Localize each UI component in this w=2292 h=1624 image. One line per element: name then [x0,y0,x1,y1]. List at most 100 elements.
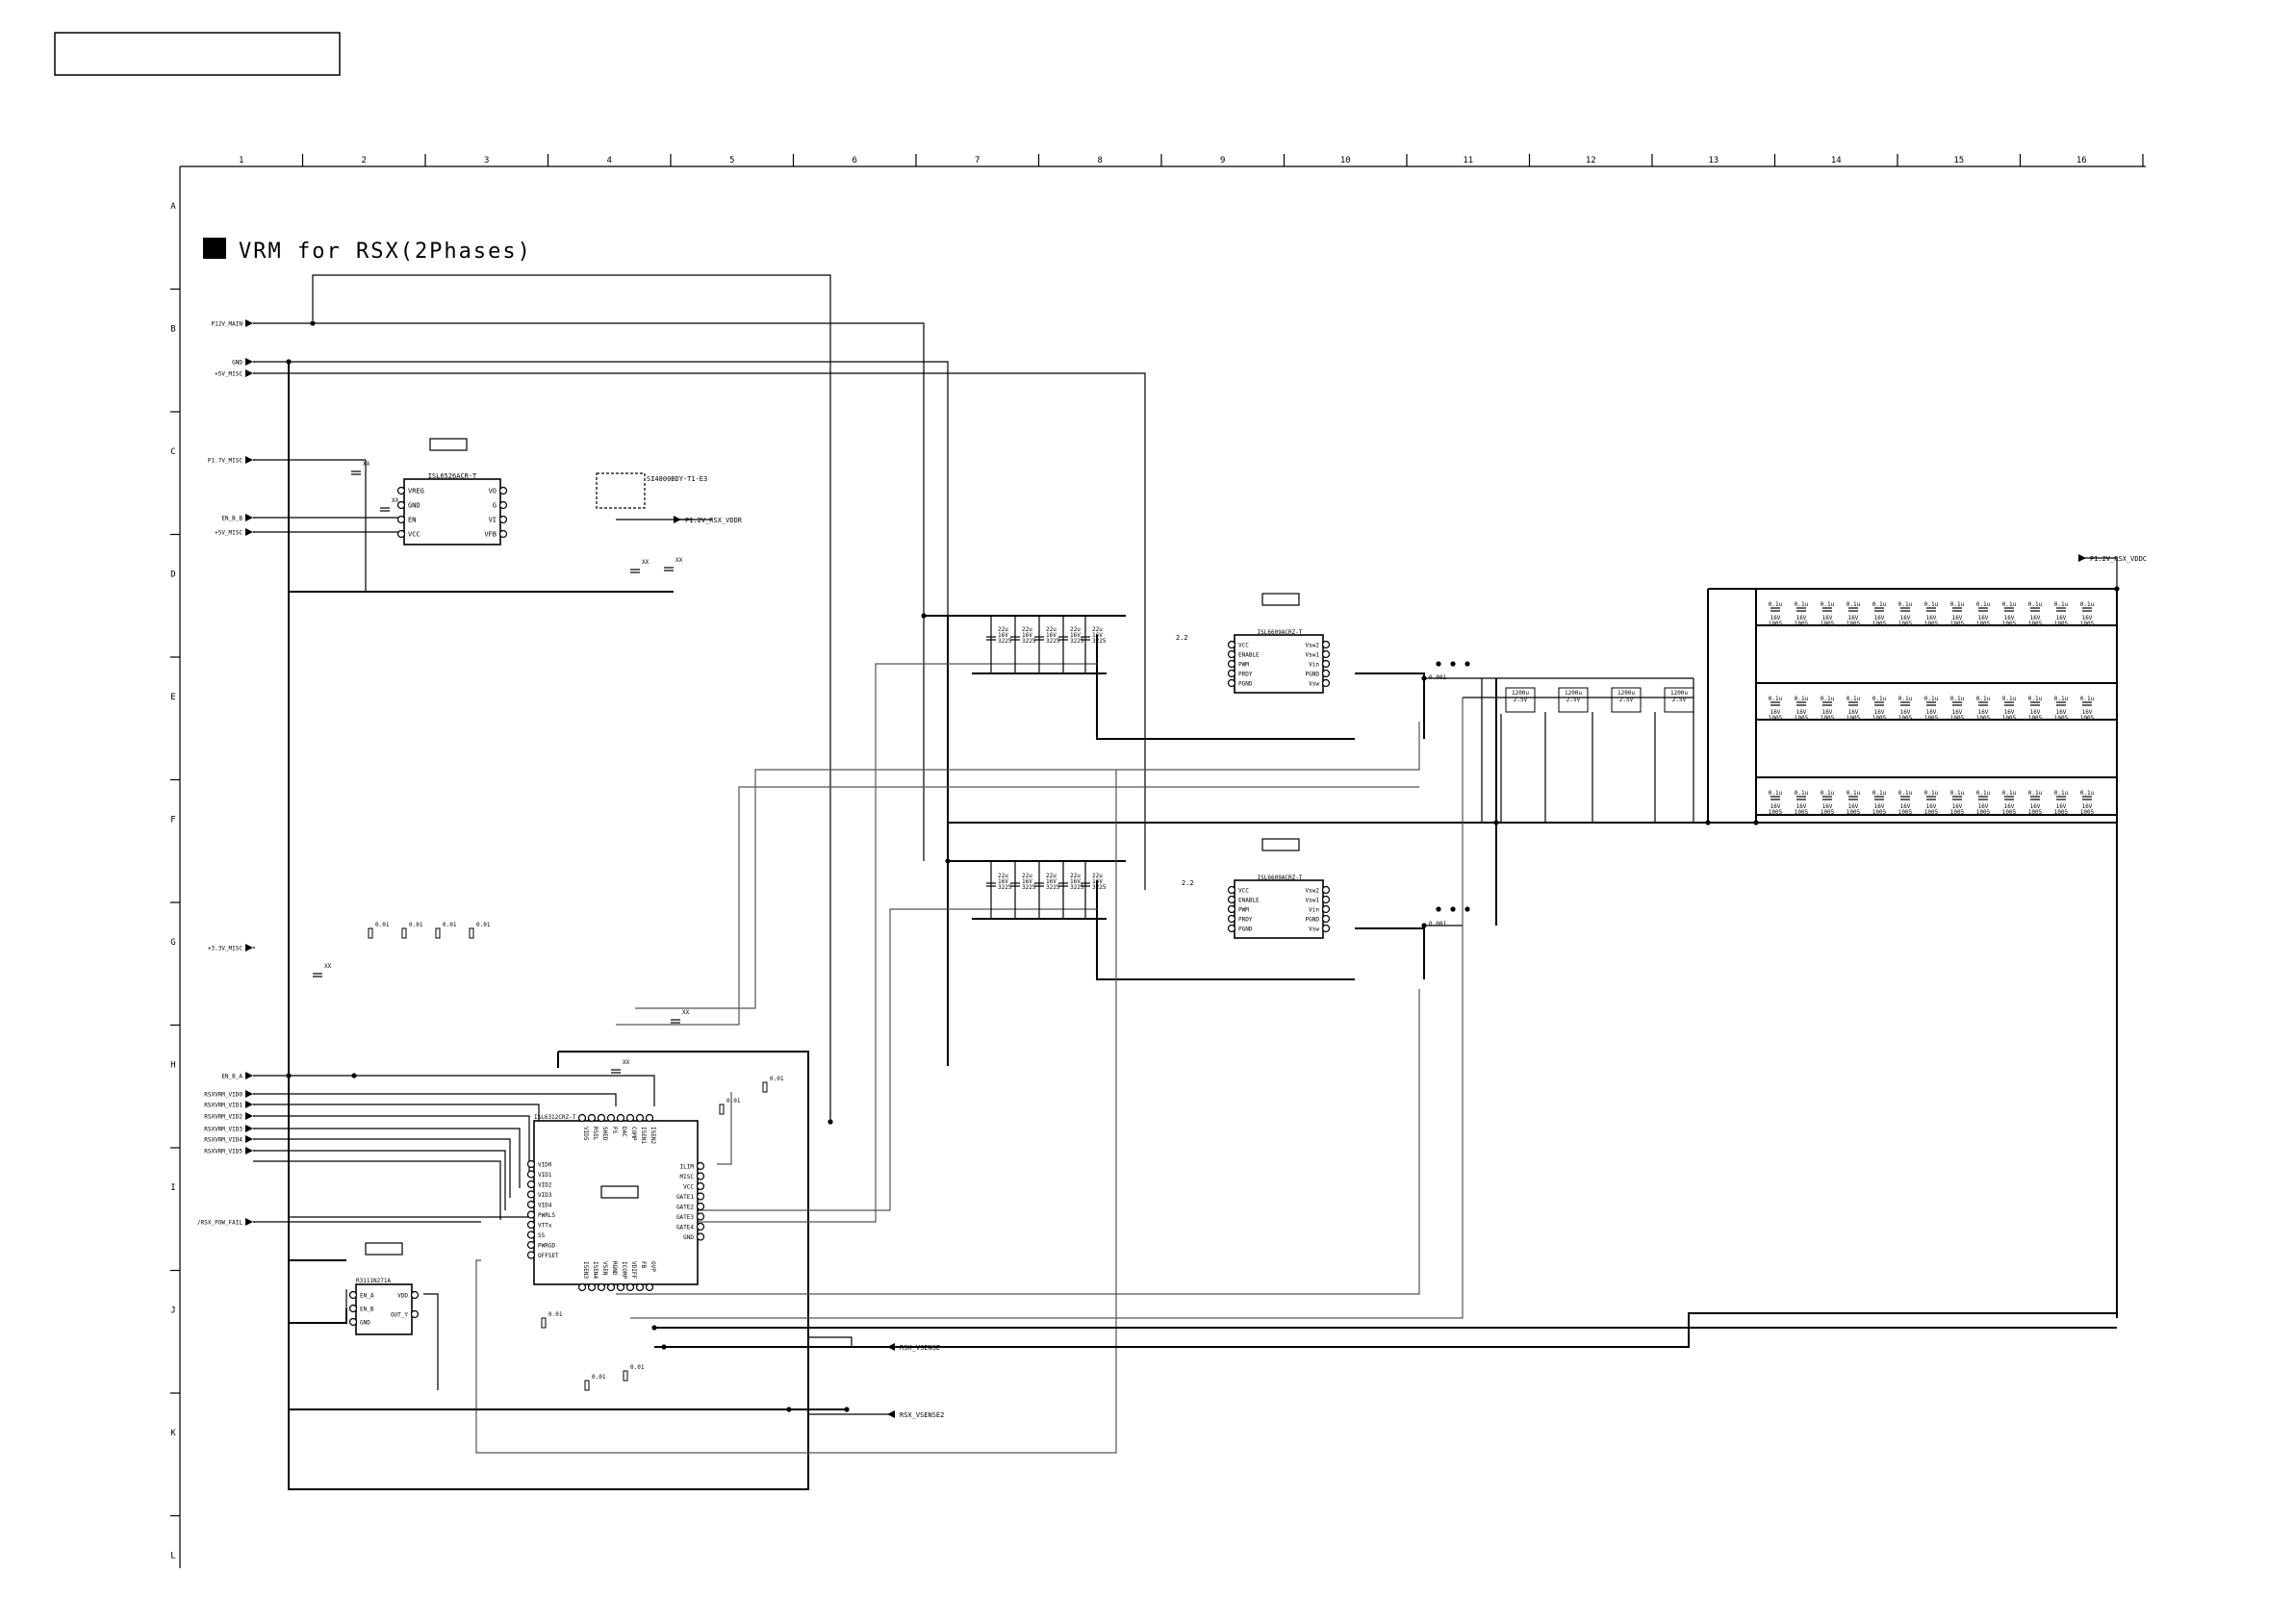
component-value: 16V [1796,803,1807,810]
ic-pin [526,1251,536,1259]
component-value: 0.01 [548,1311,563,1318]
component-value: 16V [1822,709,1833,716]
component-value: 1200u [1565,690,1582,697]
ic-pin [1321,678,1331,688]
connector-arrow [245,1147,253,1155]
ic-pin [526,1200,536,1209]
pin-label: VCC [683,1184,694,1191]
component-value: 0.1u [2080,790,2095,797]
component-value: 1200u [1512,690,1529,697]
component-value: 1005 [1769,809,1783,816]
column-number: 5 [729,156,734,165]
component-value: 0.1u [1924,601,1939,608]
component-value: 3225 [998,884,1012,891]
component-value: 0.1u [2080,601,2095,608]
pin-label: Vin [1309,907,1319,914]
component-value: 0.1u [1846,601,1861,608]
connector-arrow [245,1090,253,1098]
component-value: 1005 [1872,621,1887,627]
junction-dot [1450,661,1456,667]
schematic-title: VRM for RSX(2Phases) [239,240,532,264]
ic-pin [1227,914,1236,924]
bulk-capacitor [1664,687,1694,713]
pin-label: RGND [611,1261,618,1276]
component-value: 16V [1092,632,1103,639]
pin-label: RSEL [592,1127,598,1141]
row-letter: K [170,1429,176,1438]
component-value: 16V [1926,803,1937,810]
junction-dots [286,320,2120,1412]
connector-arrow [245,1135,253,1143]
component-value: 0.1u [2028,601,2043,608]
ic-pin [1321,659,1331,669]
component-value: 0.1u [2054,696,2069,702]
pin-label: SHED [601,1127,608,1141]
resistor [435,927,441,939]
component-value: 0.1u [1950,696,1965,702]
component-value: 1005 [2002,621,2017,627]
row-letter: J [170,1306,175,1315]
junction-dot [1421,923,1427,928]
pin-label: ISEN4 [592,1261,598,1279]
bulk-capacitor [1611,687,1642,713]
connector-label: EN_B_A [221,1074,242,1080]
component-value: 16V [1900,709,1911,716]
component-value: 1005 [1821,809,1835,816]
component-value: 0.1u [1795,601,1809,608]
connector-label: RSXVRM_VID4 [204,1137,242,1144]
pin-label: PGND [1306,672,1320,678]
pin-label: PRDY [1238,672,1253,678]
component-value: 1005 [1950,621,1965,627]
component-value: 16V [2056,615,2067,622]
row-letter: L [170,1551,175,1561]
component-value: 22u [1046,873,1057,879]
component-value: 1005 [1924,621,1939,627]
component-value: 0.1u [2028,790,2043,797]
pin-label: VO [489,488,497,495]
components: 22u16V322522u16V322522u16V322522u16V3225… [313,461,2095,1391]
driver-bottom-ic: ISL6609ACRZ-T VCCENABLEPWMPRDYPGNDVsw2Vs… [1227,875,1331,939]
component-value: 0.1u [1976,790,1991,797]
connector-label: +5V_MISC [215,530,242,537]
connector-label: RSXVRM_VID0 [204,1092,242,1099]
component-value: 1005 [1898,809,1913,816]
pin-label: VFB [484,531,497,539]
component-value: 1005 [1821,621,1835,627]
row-letter: A [170,202,176,212]
component-value: 16V [1874,615,1885,622]
junction-dot [1493,820,1499,825]
pin-label: GND [683,1234,694,1241]
resistor [623,1370,628,1382]
row-letter: I [170,1183,175,1193]
column-number: 15 [1953,156,1964,165]
pin-label: SS [538,1232,546,1239]
connector-arrow [245,528,253,536]
component-value: 16V [1900,803,1911,810]
connector-arrow [245,358,253,366]
junction-dot [661,1344,667,1350]
connector-arrow [245,944,253,952]
component-value: 0.1u [1976,601,1991,608]
junction-dot [1753,820,1759,825]
pin-label: ILIM [680,1164,695,1171]
pin-label: VDIFF [630,1261,637,1279]
resistor [541,1317,547,1329]
pin-label: VID2 [538,1182,552,1189]
pin-label: VSEN [601,1261,608,1276]
ic-pin [498,515,508,524]
pin-label: COMP [630,1127,637,1141]
resistor [719,1104,725,1115]
component-value: 0.1u [2002,696,2017,702]
component-value: 0.1u [2002,790,2017,797]
reset-ref-box [365,1242,403,1256]
reset-part: R3111N271A [356,1278,392,1284]
ic-pin [616,1282,625,1292]
component-value: 1005 [1898,621,1913,627]
pin-label: ISEN3 [582,1261,589,1279]
component-value: XX [623,1059,630,1066]
component-value: 16V [1770,803,1781,810]
ic-pin [526,1240,536,1250]
junction-dot [286,1073,292,1078]
